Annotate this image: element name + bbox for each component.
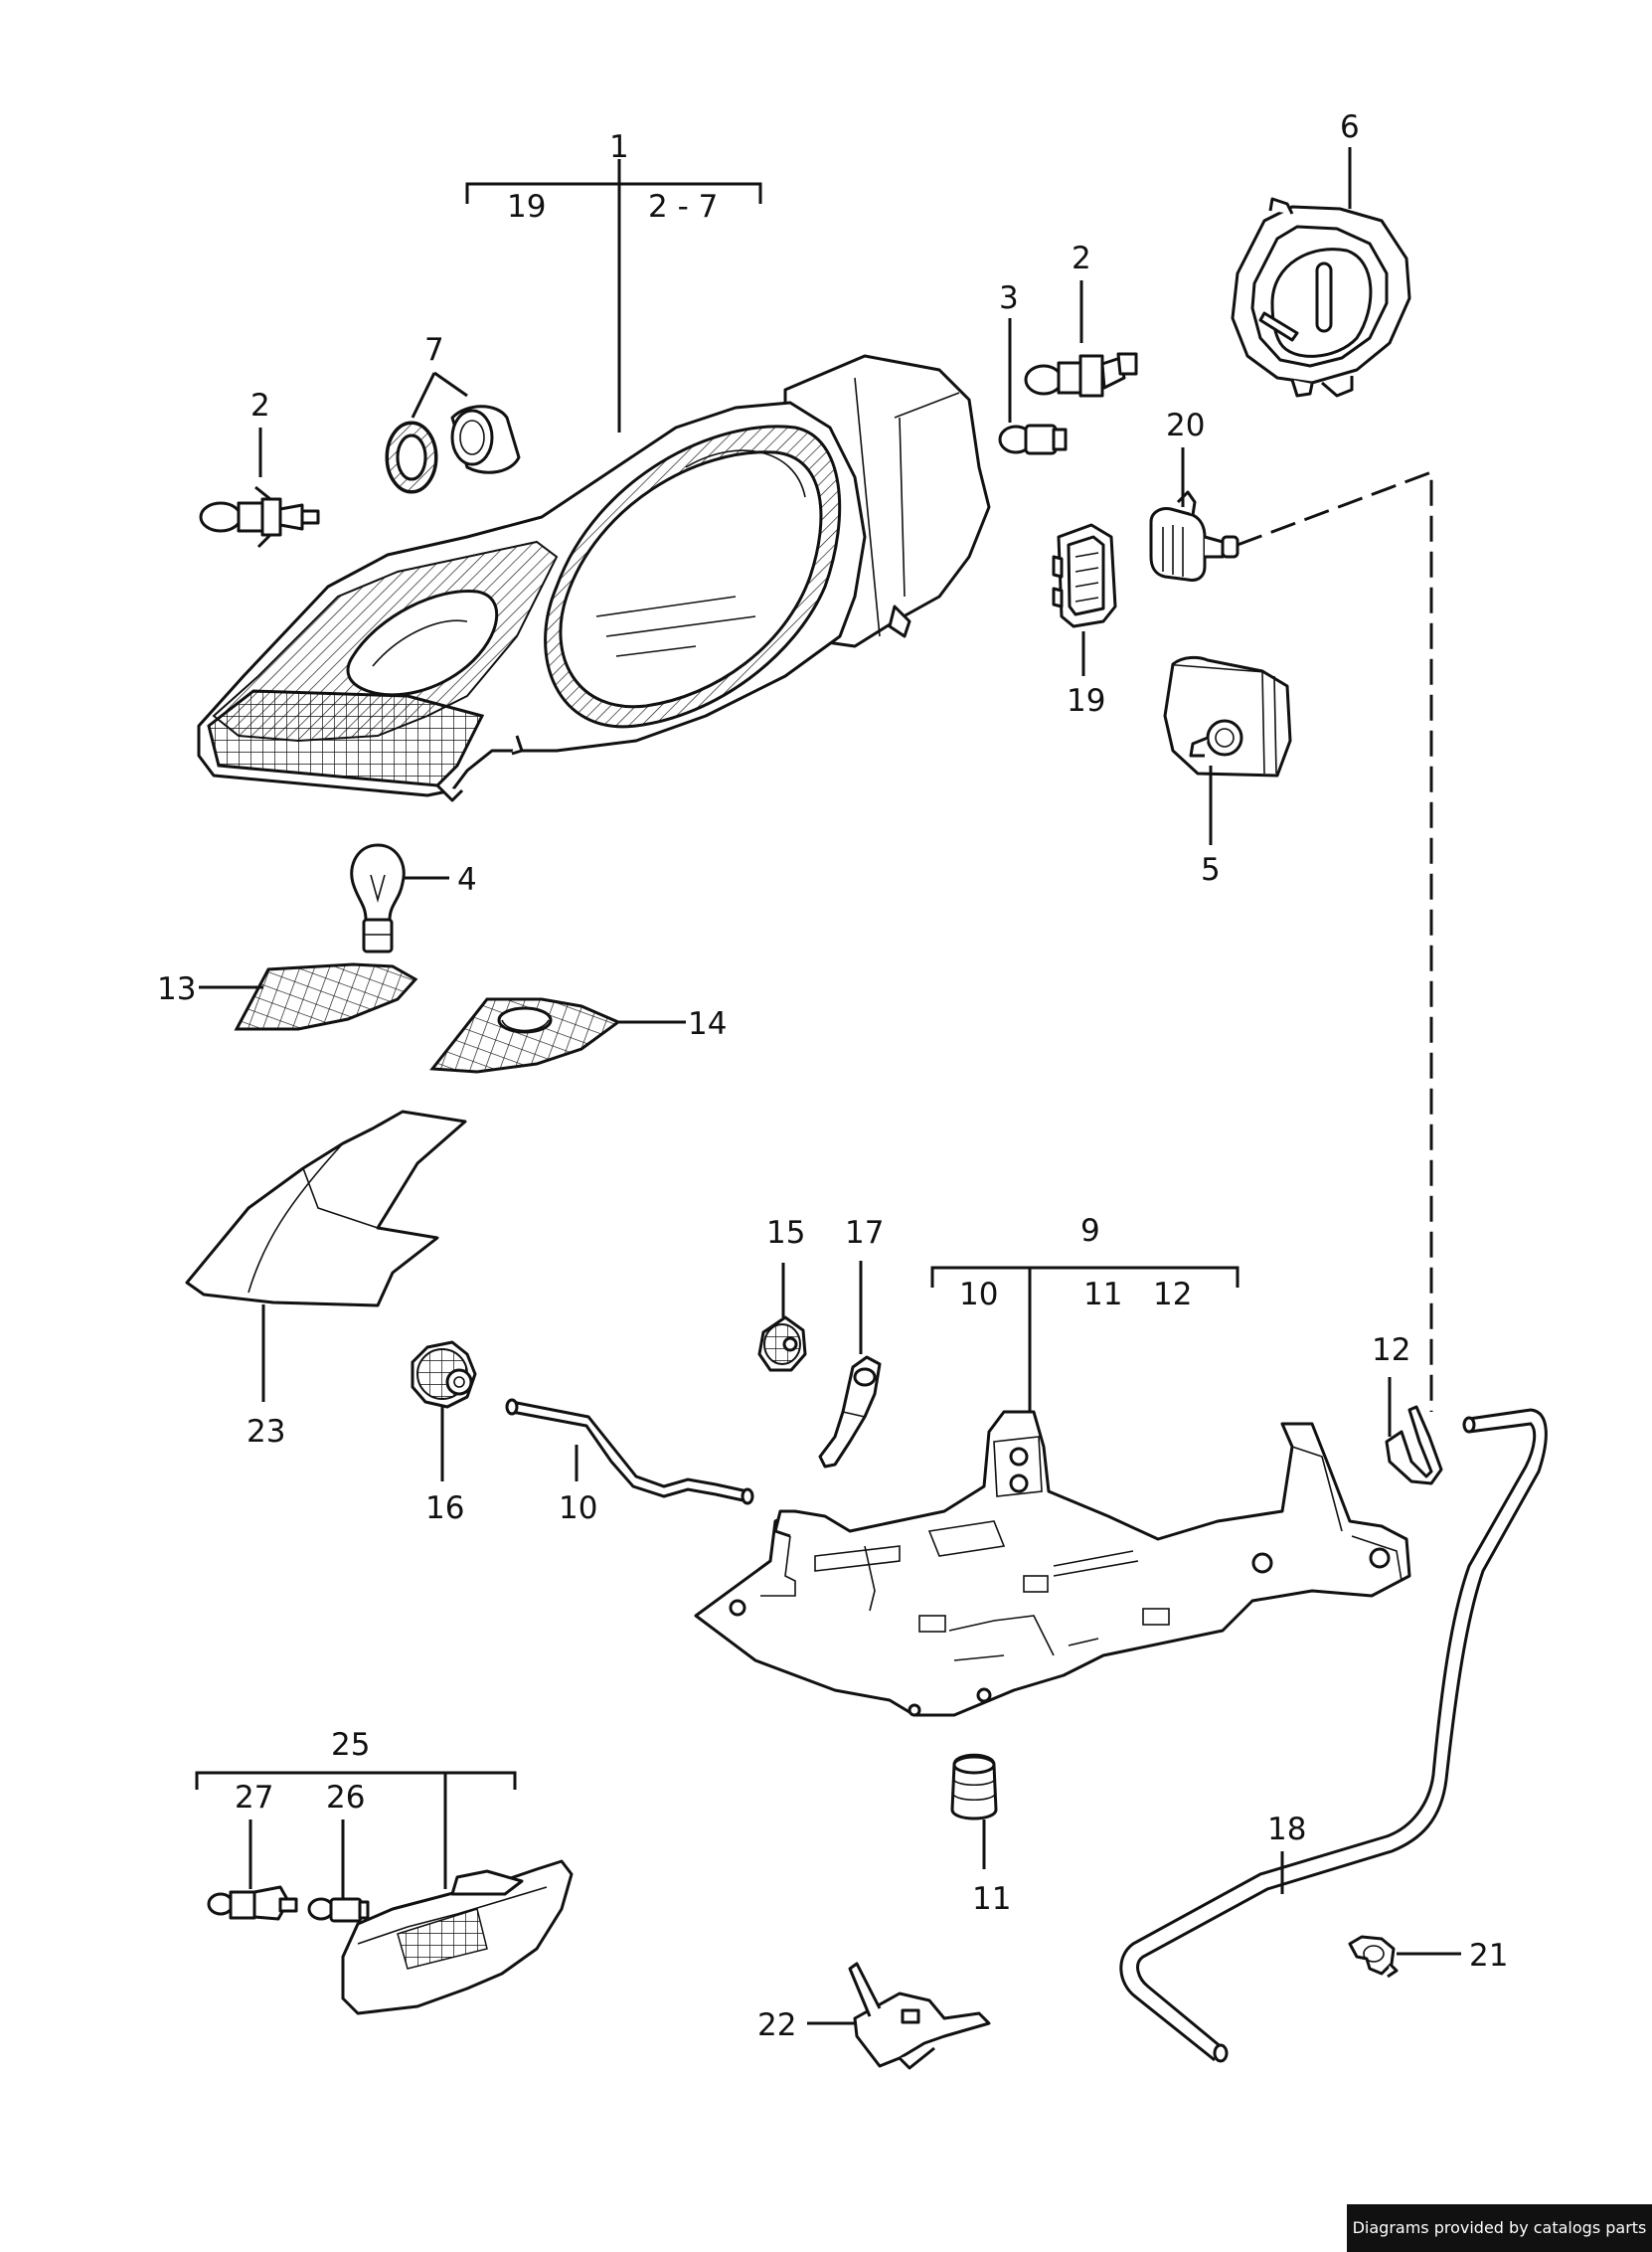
label-26: 26: [326, 1780, 365, 1816]
label-12-group: 12: [1153, 1277, 1192, 1312]
clamp-21: [1348, 1935, 1399, 1979]
rod-10: [505, 1398, 754, 1505]
cover-5: [1163, 655, 1292, 778]
label-12: 12: [1372, 1332, 1410, 1368]
clip-17: [818, 1355, 882, 1469]
label-10: 10: [559, 1490, 597, 1526]
label-7: 7: [424, 332, 444, 368]
bulb-4: [350, 843, 406, 953]
bracket-9: [694, 1410, 1411, 1717]
label-1: 1: [609, 129, 629, 165]
label-19: 19: [1067, 683, 1105, 719]
bulb-26: [307, 1897, 370, 1923]
label-17: 17: [845, 1215, 884, 1251]
nut-15: [757, 1315, 807, 1372]
plug-19: [1052, 523, 1117, 628]
label-11: 11: [972, 1881, 1011, 1917]
label-15: 15: [766, 1215, 805, 1251]
label-18: 18: [1267, 1812, 1306, 1847]
reflector-14: [429, 997, 622, 1074]
callout-labels: 1 19 2 - 7 2 7 3 2 6 20 19 5 4 13 14 23 …: [157, 109, 1508, 2043]
credit-banner: Diagrams provided by catalogs parts: [1347, 2204, 1652, 2252]
bulb-27: [207, 1885, 298, 1921]
label-5: 5: [1201, 852, 1221, 888]
label-2-left: 2: [250, 388, 270, 424]
label-16: 16: [425, 1490, 464, 1526]
cap-6: [1231, 197, 1411, 398]
label-19-group: 19: [507, 189, 546, 225]
label-11-group: 11: [1083, 1277, 1122, 1312]
bulb-2-left: [199, 485, 320, 549]
seal-7: [385, 405, 521, 494]
label-27: 27: [235, 1780, 273, 1816]
clip-12: [1385, 1405, 1443, 1485]
adjuster-16: [411, 1340, 477, 1409]
label-21: 21: [1469, 1938, 1508, 1974]
label-13: 13: [157, 971, 196, 1007]
film-23: [185, 1110, 467, 1307]
label-2-7-group: 2 - 7: [648, 189, 718, 225]
reflector-13: [234, 962, 418, 1031]
bracket-22: [848, 1962, 991, 2070]
label-3: 3: [999, 280, 1019, 316]
label-20: 20: [1166, 408, 1205, 443]
grommet-11: [950, 1753, 998, 1820]
side-marker-25: [341, 1859, 574, 2015]
label-25: 25: [331, 1727, 370, 1763]
label-23: 23: [247, 1414, 285, 1450]
label-6: 6: [1340, 109, 1360, 145]
bulb-3: [998, 424, 1068, 455]
label-14: 14: [688, 1006, 727, 1042]
connector-20: [1149, 490, 1239, 582]
leader-lines: [195, 147, 1461, 2025]
bulb-2-right: [1024, 352, 1138, 398]
label-9: 9: [1080, 1213, 1100, 1249]
label-22: 22: [757, 2007, 796, 2043]
hose-18: [1119, 1408, 1548, 2063]
headlight-assembly: [197, 354, 991, 802]
label-4: 4: [457, 862, 477, 898]
label-10-group: 10: [959, 1277, 998, 1312]
label-2-right: 2: [1072, 241, 1091, 276]
